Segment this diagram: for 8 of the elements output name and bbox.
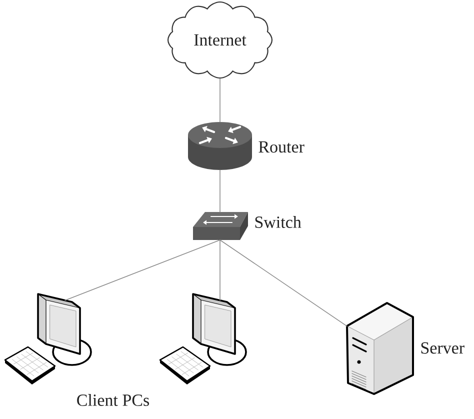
device-label: Server	[421, 342, 464, 354]
computer-icon	[159, 293, 247, 384]
device-label: Router	[258, 141, 304, 153]
computer-icon	[4, 293, 92, 384]
connection-line	[64, 240, 220, 301]
connection-line	[220, 240, 348, 327]
device-label: Switch	[255, 216, 302, 228]
group-label: Client PCs	[77, 394, 149, 406]
